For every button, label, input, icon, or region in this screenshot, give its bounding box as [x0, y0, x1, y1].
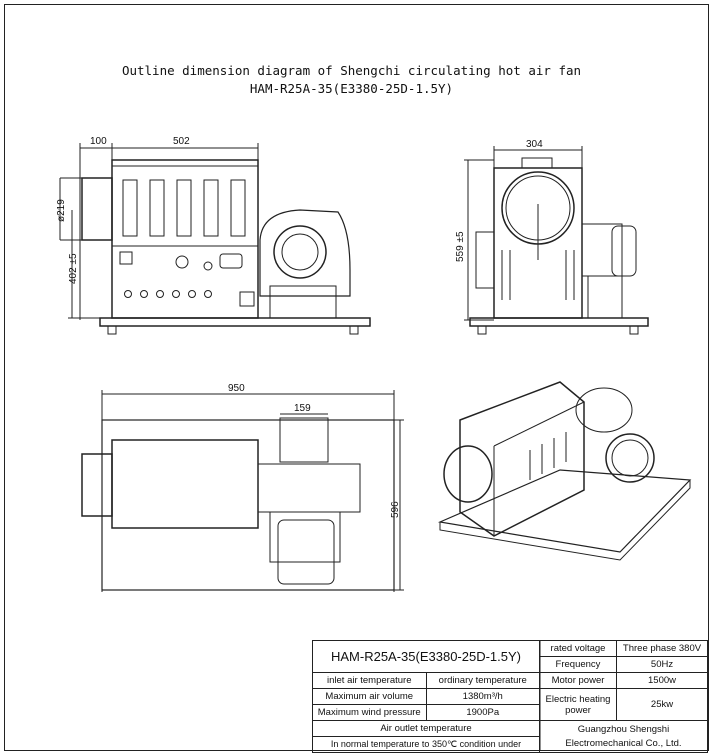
spec-max-air-volume-label: Maximum air volume: [312, 688, 427, 705]
spec-outlet-temp-value: In normal temperature to 350℃ condition …: [312, 736, 540, 753]
spec-inlet-temp-value: ordinary temperature: [425, 672, 540, 689]
side-view: 304 559 ±5: [455, 139, 649, 335]
spec-rated-voltage-label: rated voltage: [539, 640, 617, 657]
dim-plan-depth: 596: [390, 501, 401, 518]
dim-center-height: 402 ±5: [68, 253, 79, 284]
spec-inlet-temp-label: inlet air temperature: [312, 672, 427, 689]
dim-side-height: 559 ±5: [455, 231, 466, 262]
spec-company: Guangzhou Shengshi Electromechanical Co.…: [539, 720, 708, 753]
spec-frequency-label: Frequency: [539, 656, 617, 673]
spec-heating-power-value: 25kw: [616, 688, 708, 721]
dim-plan-length: 950: [228, 383, 245, 394]
dim-side-width: 304: [526, 139, 543, 150]
dim-front-offset: 100: [90, 136, 107, 147]
spec-frequency-value: 50Hz: [616, 656, 708, 673]
spec-company-line2: Electromechanical Co., Ltd.: [565, 737, 682, 749]
dim-front-width: 502: [173, 136, 190, 147]
diagram-model-title: HAM-R25A-35(E3380-25D-1.5Y): [249, 81, 454, 96]
plan-view: 950 159 596: [81, 383, 404, 592]
dim-plan-outlet: 159: [294, 403, 311, 414]
dim-duct-diameter: ø219: [56, 199, 67, 222]
spec-table: HAM-R25A-35(E3380-25D-1.5Y) rated voltag…: [312, 640, 708, 753]
spec-max-wind-pressure-label: Maximum wind pressure: [312, 704, 427, 721]
spec-motor-power-label: Motor power: [539, 672, 617, 689]
spec-heating-power-label: Electric heating power: [539, 688, 617, 721]
spec-max-wind-pressure-value: 1900Pa: [425, 704, 540, 721]
spec-rated-voltage-value: Three phase 380V: [616, 640, 708, 657]
spec-max-air-volume-value: 1380m³/h: [425, 688, 540, 705]
diagram-title: Outline dimension diagram of Shengchi ci…: [121, 63, 582, 78]
spec-motor-power-value: 1500w: [616, 672, 708, 689]
isometric-view: [437, 381, 692, 561]
front-view: 100 502 ø219 402 ±5: [56, 136, 371, 335]
spec-model: HAM-R25A-35(E3380-25D-1.5Y): [312, 640, 540, 673]
spec-company-line1: Guangzhou Shengshi: [577, 723, 670, 735]
spec-outlet-temp-label: Air outlet temperature: [312, 720, 540, 737]
